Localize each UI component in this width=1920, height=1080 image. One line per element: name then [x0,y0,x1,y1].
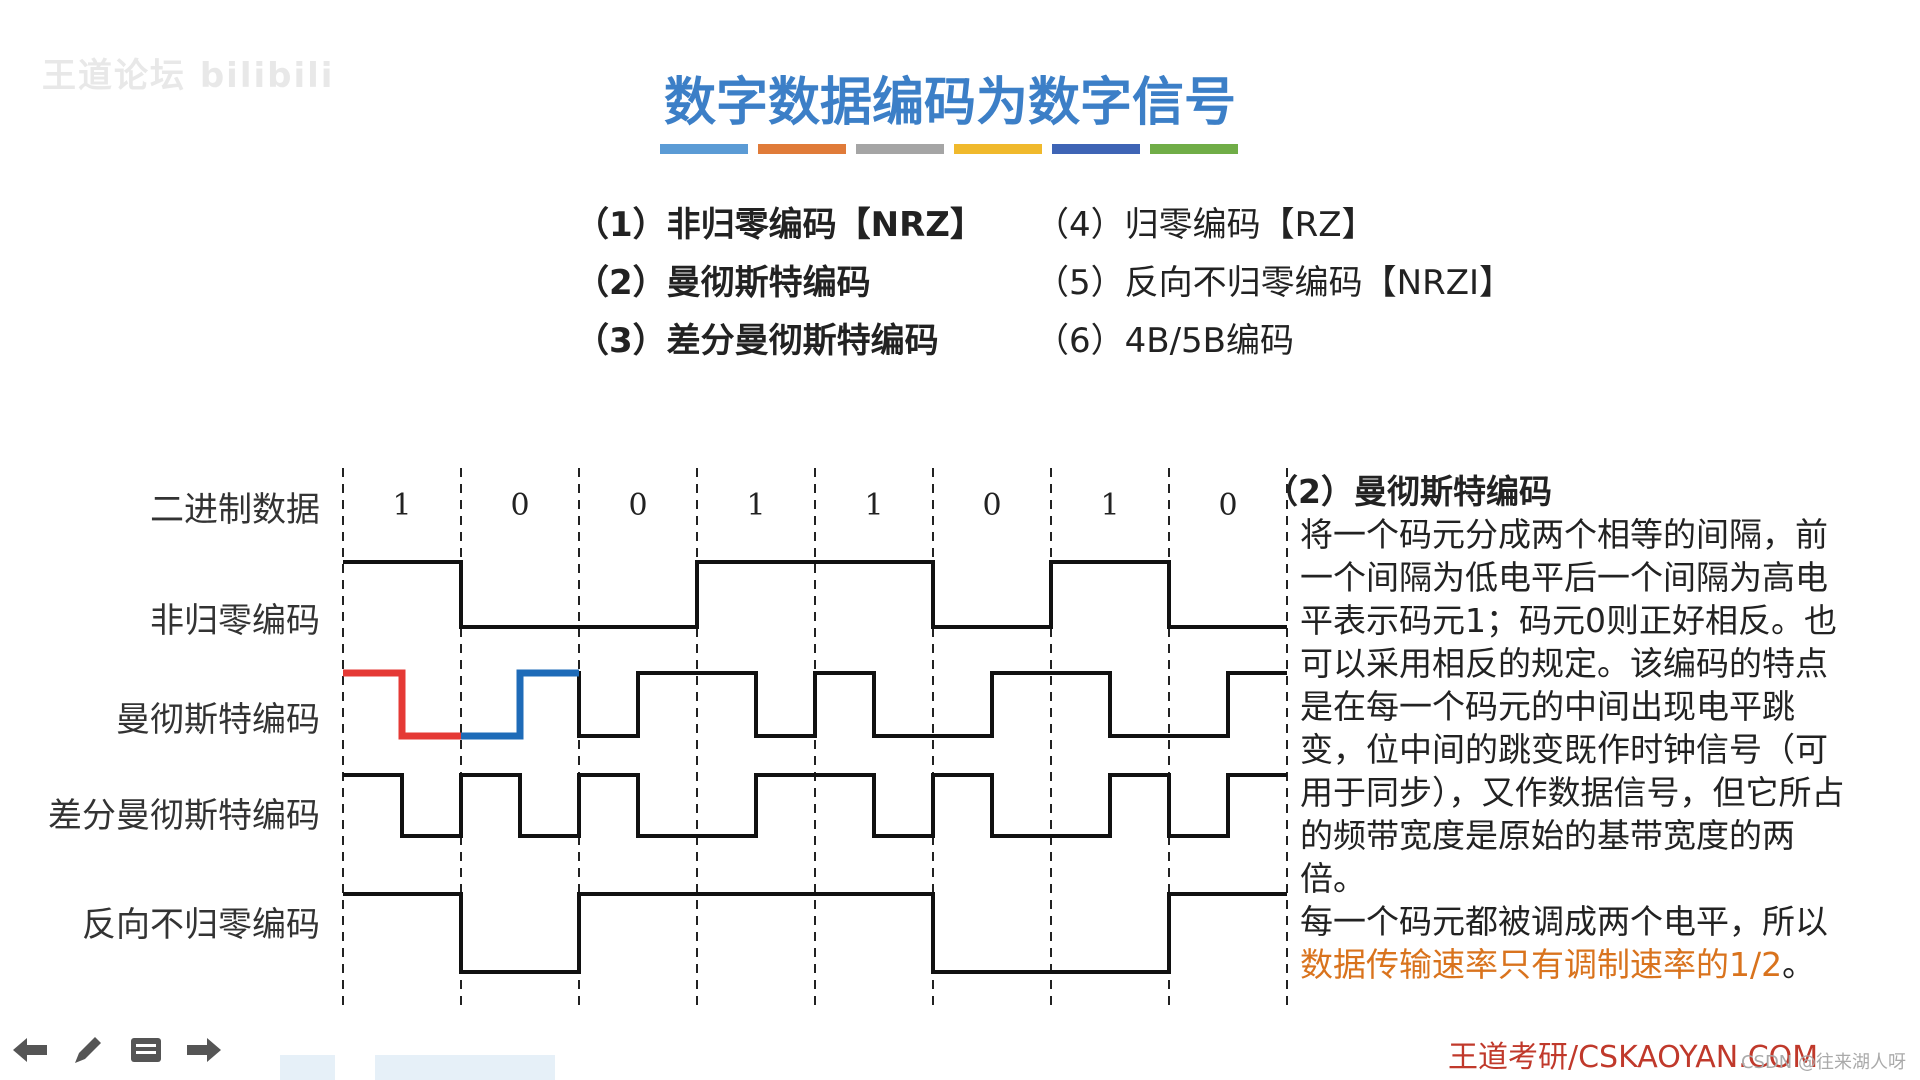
slide-toolbar [10,1030,224,1074]
bit-label: 0 [628,488,647,523]
encoding-item-manchester: （2）曼彻斯特编码 [575,263,871,303]
encoding-item-4b5b: （6）4B/5B编码 [1035,321,1295,361]
slide-title: 数字数据编码为数字信号 [663,73,1236,133]
site-watermark: 王道考研/CSKAOYAN.COM [1448,1040,1819,1075]
pencil-icon[interactable] [68,1030,108,1070]
row-label-nrz: 非归零编码 [150,601,320,641]
encoding-item-diff-manchester: （3）差分曼彻斯特编码 [575,321,939,361]
title-color-bar [1052,144,1140,154]
description-note-suffix: 。 [1782,945,1816,984]
description-note: 每一个码元都被调成两个电平，所以数据传输速率只有调制速率的1/2。 [1300,900,1860,986]
row-label-binary: 二进制数据 [150,490,320,530]
manchester-highlight-zero [461,669,579,740]
bit-label: 0 [1218,488,1237,523]
diff-manchester-waveform [343,773,1287,838]
description-note-prefix: 每一个码元都被调成两个电平，所以 [1300,902,1828,941]
bit-label: 1 [864,488,883,523]
manchester-waveform [461,671,1287,738]
title-color-bar [856,144,944,154]
manchester-highlight-one [343,669,461,740]
title-color-bar [660,144,748,154]
watermark: 王道论坛 bilibili [42,56,335,96]
bit-label: 0 [510,488,529,523]
bit-label: 1 [746,488,765,523]
description-body: 将一个码元分成两个相等的间隔，前一个间隔为低电平后一个间隔为高电平表示码元1；码… [1300,515,1845,898]
row-label-diff-manchester: 差分曼彻斯特编码 [48,796,320,836]
csdn-watermark: CSDN @往来湖人呀 [1740,1052,1906,1073]
arrow-right-icon[interactable] [184,1030,224,1070]
bit-label: 1 [392,488,411,523]
encoding-item-nrz: （1）非归零编码【NRZ】 [575,205,984,245]
scroll-strip-right [375,1055,555,1080]
description-heading: （2）曼彻斯特编码 [1265,472,1552,511]
title-color-bar [954,144,1042,154]
row-label-nrzi: 反向不归零编码 [82,905,320,945]
bit-label: 1 [1100,488,1119,523]
menu-icon[interactable] [126,1030,166,1070]
title-color-bar [758,144,846,154]
encoding-item-nrzi: （5）反向不归零编码【NRZI】 [1035,263,1514,303]
encoding-item-rz: （4）归零编码【RZ】 [1035,205,1376,245]
description-note-highlight: 数据传输速率只有调制速率的1/2 [1300,945,1783,984]
title-color-bar [1150,144,1238,154]
row-label-manchester: 曼彻斯特编码 [116,700,320,740]
bit-label: 0 [982,488,1001,523]
description-panel: （2）曼彻斯特编码 将一个码元分成两个相等的间隔，前一个间隔为低电平后一个间隔为… [1265,470,1860,986]
nrzi-waveform [343,892,1287,974]
scroll-strip-left [280,1055,335,1080]
nrz-waveform [343,560,1287,629]
arrow-left-icon[interactable] [10,1030,50,1070]
